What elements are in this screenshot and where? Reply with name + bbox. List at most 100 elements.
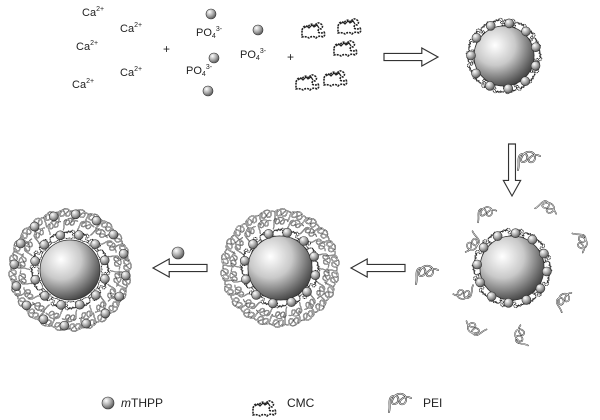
pei-chain: [517, 150, 541, 171]
mthpp-bead: [56, 300, 66, 310]
mthpp-bead: [263, 229, 274, 239]
mthpp-bead: [9, 259, 20, 270]
mthpp-bead: [11, 281, 22, 292]
phosphate-ion-label: PO43-: [186, 64, 213, 78]
mthpp-bead: [81, 318, 91, 329]
legend-pei-icon: [388, 392, 412, 413]
mthpp-bead: [503, 83, 514, 94]
mthpp-bead: [15, 238, 26, 249]
mthpp-bead: [202, 85, 214, 97]
arrow-right: [383, 47, 439, 67]
pei-chain: [462, 313, 488, 339]
nanoparticle-pei-coated: [219, 207, 341, 329]
calcium-ion-label: Ca2+: [72, 78, 95, 91]
mthpp-bead: [530, 42, 541, 53]
calcium-ion-label: Ca2+: [82, 6, 105, 19]
mthpp-bead: [510, 228, 521, 238]
cmc-chain: [333, 40, 358, 57]
mthpp-bead: [504, 18, 515, 29]
mthpp-bead: [38, 314, 49, 325]
mthpp-bead: [471, 68, 481, 79]
pei-chain: [17, 269, 33, 286]
mthpp-bead: [100, 274, 110, 284]
plus-sign: +: [287, 50, 295, 64]
pei-chain: [298, 293, 319, 313]
nanoparticle-pei-adsorbing: [452, 197, 589, 347]
mthpp-bead: [74, 230, 84, 240]
pei-chain: [477, 206, 498, 224]
mthpp-bead: [21, 300, 32, 311]
pei-chain: [241, 223, 262, 243]
mthpp-bead: [267, 298, 278, 309]
mthpp-bead: [48, 211, 59, 222]
mthpp-bead: [70, 209, 81, 220]
mthpp-bead: [485, 81, 495, 91]
mthpp-bead: [503, 297, 514, 308]
mthpp-bead: [29, 221, 40, 232]
cmc-chain: [295, 74, 320, 91]
arrow-left: [350, 258, 406, 278]
mthpp-bead: [521, 295, 532, 305]
mthpp-bead: [208, 52, 220, 64]
mthpp-bead: [118, 249, 129, 259]
mthpp-bead: [472, 259, 483, 270]
pei-chain: [317, 281, 338, 303]
pei-chain: [61, 309, 78, 323]
mthpp-bead: [539, 248, 549, 259]
cmc-chain: [301, 22, 326, 39]
mthpp-bead: [466, 50, 476, 61]
mthpp-bead: [59, 320, 70, 331]
pei-chain: [271, 306, 288, 320]
legend-label-cmc: CMC: [287, 396, 315, 410]
mthpp-bead: [248, 239, 258, 249]
mthpp-bead: [251, 290, 262, 300]
cmc-chain: [337, 18, 362, 35]
mthpp-bead: [520, 76, 531, 86]
phosphate-ion-label: PO43-: [196, 26, 223, 40]
mthpp-bead: [485, 20, 496, 31]
calcium-phosphate-core: [247, 235, 313, 301]
pei-chain: [222, 233, 243, 255]
reactant-beads: [202, 8, 264, 97]
mthpp-bead: [114, 291, 125, 302]
mthpp-bead: [91, 215, 102, 226]
mthpp-bead: [521, 26, 531, 37]
mthpp-bead: [527, 234, 538, 245]
pei-chain: [512, 323, 533, 347]
pei-chain: [570, 232, 589, 254]
cmc-chain: [323, 70, 348, 87]
mthpp-bead: [74, 299, 85, 310]
phosphate-ion-label: PO43-: [240, 48, 267, 62]
mthpp-bead: [310, 270, 321, 281]
mthpp-bead: [475, 277, 485, 288]
pei-chain: [62, 217, 79, 231]
mthpp-bead: [171, 246, 185, 260]
mthpp-bead: [100, 308, 111, 319]
legend: [101, 392, 412, 417]
nanoparticle-cmc-coated: [465, 17, 543, 95]
mthpp-bead: [486, 291, 497, 302]
pei-chain: [415, 264, 439, 285]
mthpp-bead: [471, 32, 482, 43]
mthpp-bead: [241, 274, 251, 285]
mthpp-bead: [39, 240, 50, 250]
pei-chain: [534, 197, 560, 223]
mthpp-bead: [108, 229, 119, 240]
mthpp-bead: [535, 283, 546, 294]
mthpp-bead: [120, 270, 131, 281]
mthpp-bead: [282, 227, 293, 238]
mthpp-bead: [492, 231, 503, 241]
mthpp-bead: [90, 239, 100, 249]
mthpp-bead: [530, 61, 541, 71]
pei-chain: [553, 289, 579, 314]
nanoparticle-mthpp-loaded: [7, 207, 133, 333]
calcium-ion-label: Ca2+: [120, 66, 143, 79]
mthpp-bead: [205, 8, 217, 20]
calcium-ion-label: Ca2+: [120, 22, 143, 35]
mthpp-bead: [99, 255, 110, 266]
mthpp-bead: [239, 255, 250, 266]
calcium-phosphate-core: [39, 239, 101, 301]
legend-mthpp-icon: [101, 396, 115, 410]
